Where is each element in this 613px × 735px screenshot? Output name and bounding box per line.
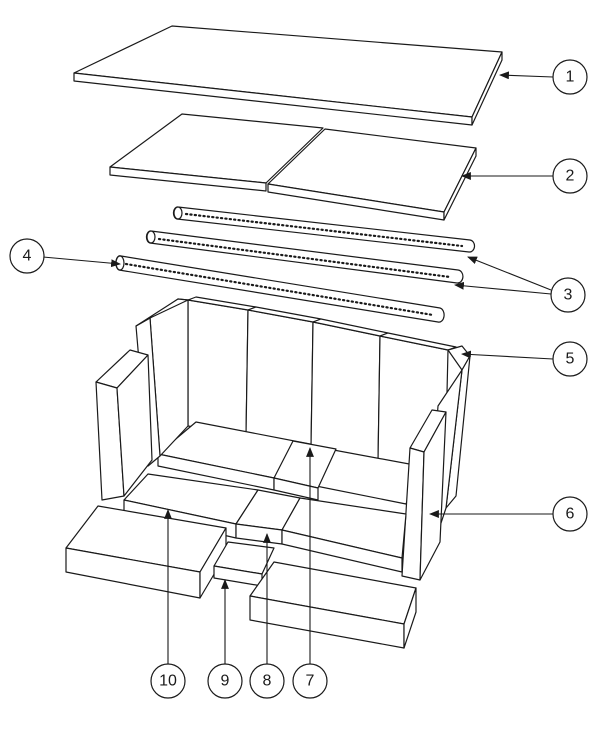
part-tubes xyxy=(115,206,476,323)
callout-9: 9 xyxy=(207,663,243,699)
callout-8: 8 xyxy=(249,663,285,699)
callout-5: 5 xyxy=(552,341,588,377)
part-top-plate xyxy=(73,25,503,126)
front-brick-right xyxy=(249,561,417,649)
callout-8-label: 8 xyxy=(263,673,272,690)
callout-9-label: 9 xyxy=(221,673,230,690)
callout-6: 6 xyxy=(552,496,588,532)
callout-10-label: 10 xyxy=(159,673,177,690)
left-front-panel xyxy=(95,349,153,501)
tube-upper xyxy=(172,206,476,253)
callout-3-label: 3 xyxy=(564,287,573,304)
part-firebox-assembly xyxy=(65,296,471,649)
callout-6-label: 6 xyxy=(566,506,575,523)
callout-4-label: 4 xyxy=(23,248,32,265)
floor-back xyxy=(157,421,421,505)
back-wall-panels xyxy=(187,296,457,479)
callout-1: 1 xyxy=(552,59,588,95)
callout-1-label: 1 xyxy=(566,69,575,86)
callout-leaders xyxy=(42,71,554,664)
part-split-plates xyxy=(109,113,477,221)
callout-7-label: 7 xyxy=(306,673,315,690)
callout-7: 7 xyxy=(292,663,328,699)
front-brick-left xyxy=(65,505,227,599)
callout-10: 10 xyxy=(150,663,186,699)
floor-front-right xyxy=(281,497,407,573)
right-front-panel xyxy=(401,409,447,581)
callout-5-label: 5 xyxy=(566,351,575,368)
floor-center-brick xyxy=(273,440,337,501)
callout-2: 2 xyxy=(552,158,588,194)
callout-3: 3 xyxy=(550,277,586,313)
callout-2-label: 2 xyxy=(566,168,575,185)
callout-4: 4 xyxy=(9,238,45,274)
